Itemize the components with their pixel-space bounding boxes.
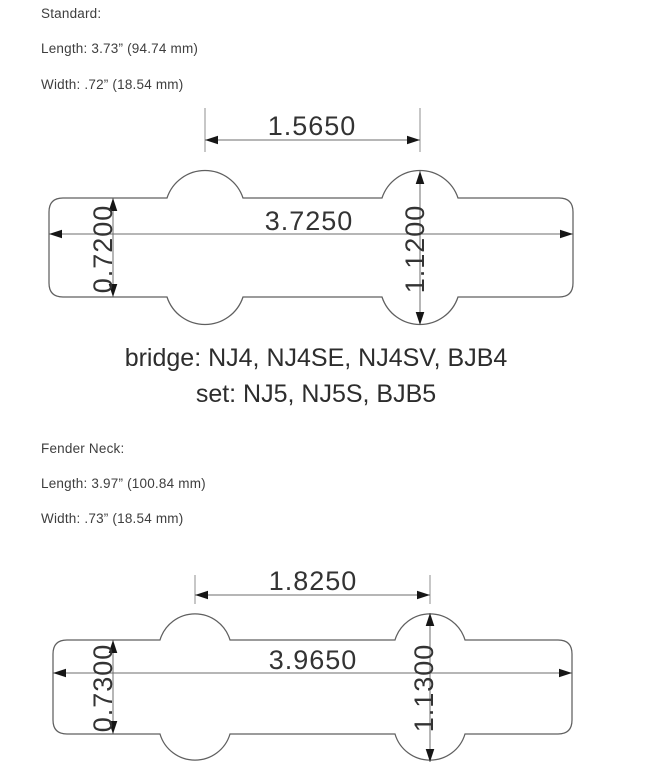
tab-spacing-dimension-fender: 1.8250 [269, 566, 358, 596]
overall-width-dimension-standard: 1.1200 [400, 205, 430, 294]
overall-width-dimension-fender: 1.1300 [409, 644, 439, 733]
standard-length-spec: Length: 3.73” (94.74 mm) [41, 41, 199, 56]
length-dimension-standard: 3.7250 [265, 206, 354, 236]
length-dimension-fender: 3.9650 [269, 645, 358, 675]
standard-heading: Standard: [41, 6, 102, 21]
fender-neck-length-spec: Length: 3.97” (100.84 mm) [41, 476, 206, 491]
caption-bridge-models: bridge: NJ4, NJ4SE, NJ4SV, BJB4 [124, 344, 508, 372]
body-width-dimension-standard: 0.7200 [88, 205, 118, 294]
fender-neck-width-spec: Width: .73” (18.54 mm) [41, 511, 184, 526]
diagram-fender-neck: 1.8250 3.9650 0.7300 1.1300 [52, 566, 573, 762]
body-width-dimension-fender: 0.7300 [88, 644, 118, 733]
pickup-outline-fender-neck [52, 613, 573, 761]
tab-spacing-dimension-standard: 1.5650 [268, 111, 357, 141]
standard-width-spec: Width: .72” (18.54 mm) [41, 77, 184, 92]
pickup-outline-standard [48, 169, 574, 326]
diagram-standard: 1.5650 3.7250 0.7200 1.1200 [48, 108, 574, 326]
fender-neck-heading: Fender Neck: [41, 441, 125, 456]
caption-set-models: set: NJ5, NJ5S, BJB5 [195, 380, 437, 408]
